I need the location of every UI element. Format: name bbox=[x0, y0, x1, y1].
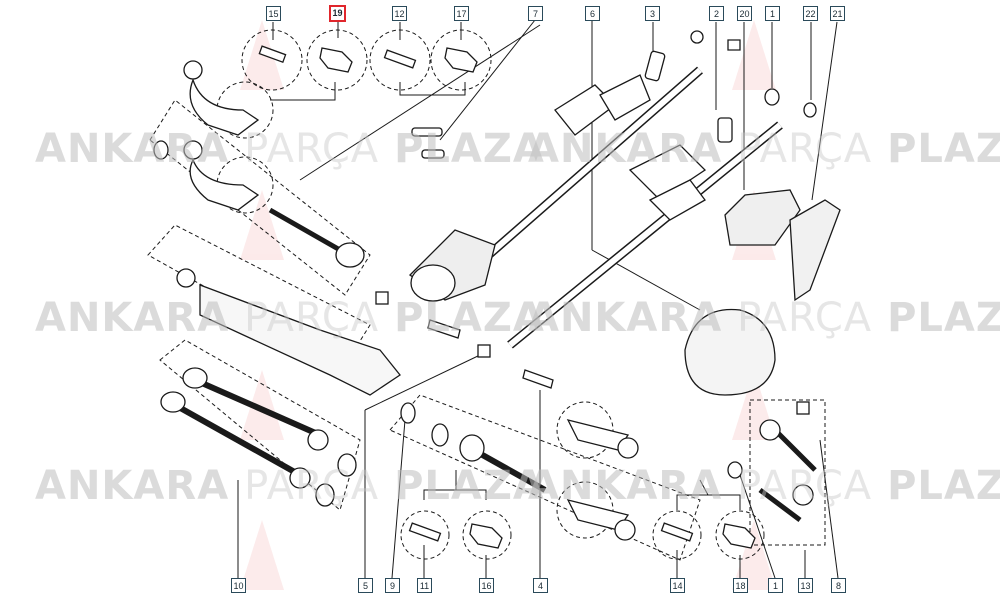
callout-17[interactable]: 17 bbox=[454, 6, 469, 21]
callout-18[interactable]: 18 bbox=[733, 578, 748, 593]
callout-1-bottom[interactable]: 1 bbox=[768, 578, 783, 593]
callout-22[interactable]: 22 bbox=[803, 6, 818, 21]
callout-20[interactable]: 20 bbox=[737, 6, 752, 21]
callout-9[interactable]: 9 bbox=[385, 578, 400, 593]
callout-3[interactable]: 3 bbox=[645, 6, 660, 21]
callout-7[interactable]: 7 bbox=[528, 6, 543, 21]
callout-1-top[interactable]: 1 bbox=[765, 6, 780, 21]
callout-15[interactable]: 15 bbox=[266, 6, 281, 21]
callout-10[interactable]: 10 bbox=[231, 578, 246, 593]
callout-6[interactable]: 6 bbox=[585, 6, 600, 21]
callout-2[interactable]: 2 bbox=[709, 6, 724, 21]
callout-13[interactable]: 13 bbox=[798, 578, 813, 593]
callout-11[interactable]: 11 bbox=[417, 578, 432, 593]
callout-21[interactable]: 21 bbox=[830, 6, 845, 21]
callout-5[interactable]: 5 bbox=[358, 578, 373, 593]
callout-14[interactable]: 14 bbox=[670, 578, 685, 593]
callout-16[interactable]: 16 bbox=[479, 578, 494, 593]
callout-12[interactable]: 12 bbox=[392, 6, 407, 21]
callout-8[interactable]: 8 bbox=[831, 578, 846, 593]
callout-4[interactable]: 4 bbox=[533, 578, 548, 593]
callout-19[interactable]: 19 bbox=[329, 5, 346, 22]
